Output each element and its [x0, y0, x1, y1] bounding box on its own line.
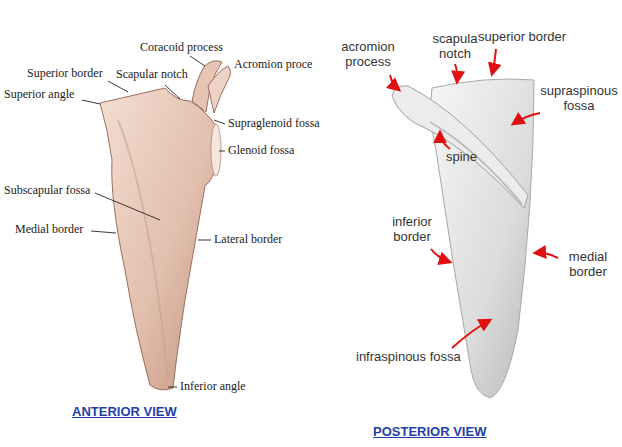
red-arrows — [390, 49, 558, 348]
part-label: spine — [446, 150, 477, 165]
part-label: medial border — [560, 250, 616, 280]
part-label: Lateral border — [214, 233, 282, 247]
part-label: Coracoid process — [140, 41, 223, 55]
part-label: Acromion proce — [234, 58, 312, 72]
part-label: Medial border — [15, 223, 83, 237]
anterior-scapula — [100, 61, 231, 390]
part-label: Superior border — [27, 67, 103, 81]
part-label: Subscapular fossa — [4, 184, 90, 198]
part-label: Inferior angle — [180, 380, 246, 394]
part-label: Superior angle — [4, 88, 74, 102]
part-label: Glenoid fossa — [228, 144, 294, 158]
view-caption: POSTERIOR VIEW — [373, 425, 486, 440]
part-label: acromion process — [332, 40, 404, 70]
part-label: superior border — [478, 30, 566, 45]
part-label: scapula notch — [430, 32, 480, 62]
view-caption: ANTERIOR VIEW — [72, 405, 177, 420]
part-label: infraspinous fossa — [356, 350, 461, 365]
part-label: Supraglenoid fossa — [228, 117, 320, 131]
part-label: supraspinous fossa — [539, 84, 619, 114]
part-label: Scapular notch — [116, 68, 188, 82]
part-label: inferior border — [384, 215, 440, 245]
leader-lines — [82, 56, 225, 387]
